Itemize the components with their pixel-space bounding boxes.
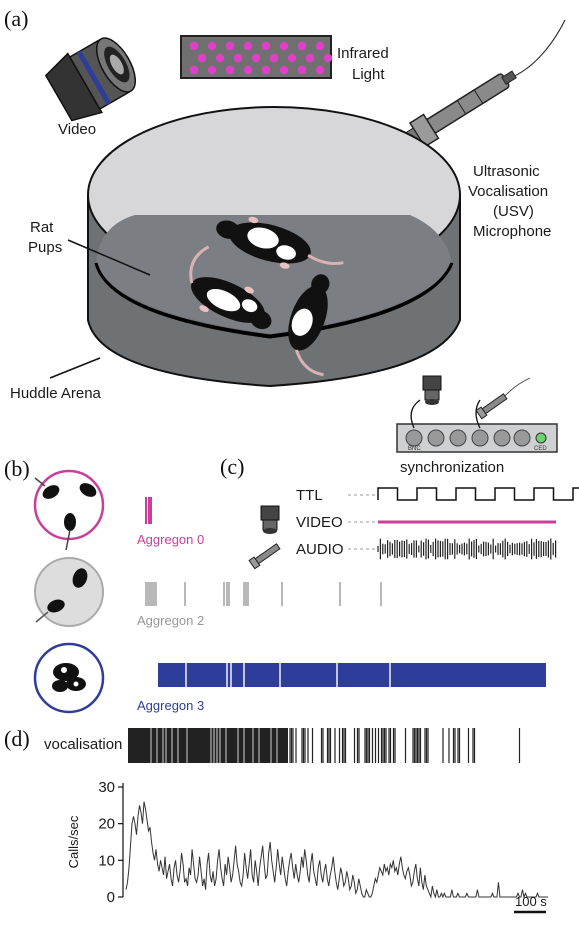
infrared-led [315, 41, 325, 51]
aggregon-2-label: Aggregon 2 [137, 613, 204, 628]
infrared-led [197, 53, 207, 63]
camera-small-icon [260, 505, 280, 534]
aggregon-0-label: Aggregon 0 [137, 532, 204, 547]
arena-pointer-line [49, 357, 101, 379]
infrared-led [279, 65, 289, 75]
video-camera-icon [44, 37, 137, 122]
usv-microphone-icon [404, 19, 566, 148]
panel-label-c: (c) [220, 454, 244, 479]
synchronization-device [396, 375, 558, 453]
infrared-led [251, 53, 261, 63]
huddle-arena [87, 106, 461, 388]
aggregon-0-raster [145, 497, 152, 524]
rat-pups-arena [189, 216, 344, 377]
aggregon-0-arena [33, 469, 105, 551]
aggregon-3-raster [158, 663, 546, 687]
aggregon-2-raster [145, 582, 382, 606]
time-scalebar-label: 100 s [515, 894, 547, 909]
infrared-led [207, 41, 217, 51]
bnc-label: BNC [408, 446, 421, 452]
usv-label-line2: Vocalisation [468, 183, 548, 200]
calls-series-line [125, 801, 548, 899]
ttl-label: TTL [296, 487, 323, 504]
microphone-small-icon [248, 543, 281, 570]
y-tick-label: 30 [98, 779, 115, 796]
infrared-led [233, 53, 243, 63]
arena-label: Huddle Arena [10, 385, 102, 402]
infrared-light-icon [180, 35, 333, 79]
video-signal-label: VIDEO [296, 514, 343, 531]
infrared-led [297, 41, 307, 51]
synchronization-label: synchronization [400, 459, 504, 476]
vocalisation-raster [128, 728, 521, 763]
panel-label-b: (b) [4, 456, 30, 481]
y-tick-label: 10 [98, 852, 115, 869]
usv-label-line3: (USV) [493, 203, 534, 220]
ced-label: CED [534, 446, 547, 452]
infrared-led [243, 41, 253, 51]
aggregon-3-label: Aggregon 3 [137, 698, 204, 713]
infrared-label-line2: Light [352, 66, 385, 83]
ttl-signal-trace [377, 487, 579, 501]
audio-signal-trace [377, 538, 557, 560]
audio-signal-label: AUDIO [296, 541, 344, 558]
infrared-led [323, 53, 333, 63]
aggregon-3-band [158, 663, 546, 687]
vocalisation-label: vocalisation [44, 736, 122, 753]
y-tick-label: 20 [98, 816, 115, 833]
infrared-led [225, 41, 235, 51]
infrared-led [189, 41, 199, 51]
infrared-led [207, 65, 217, 75]
infrared-led [189, 65, 199, 75]
vocalisation-dense-block [128, 728, 288, 763]
infrared-label-line1: Infrared [337, 45, 389, 62]
infrared-led [305, 53, 315, 63]
infrared-led [287, 53, 297, 63]
aggregon-2-arena [34, 557, 104, 627]
infrared-led [261, 41, 271, 51]
usv-label-line4: Microphone [473, 223, 551, 240]
panel-label-a: (a) [4, 6, 28, 31]
infrared-led [243, 65, 253, 75]
infrared-led [215, 53, 225, 63]
infrared-led [297, 65, 307, 75]
infrared-led [279, 41, 289, 51]
infrared-led [225, 65, 235, 75]
y-tick-label: 0 [107, 889, 115, 906]
infrared-led [315, 65, 325, 75]
aggregon-3-arena [33, 642, 105, 714]
pups-label-line1: Rat [30, 219, 54, 236]
usv-label-line1: Ultrasonic [473, 163, 540, 180]
pups-pointer-line [67, 239, 151, 276]
video-label: Video [58, 121, 96, 138]
infrared-led [269, 53, 279, 63]
infrared-led [261, 65, 271, 75]
panel-label-d: (d) [4, 726, 30, 751]
pups-label-line2: Pups [28, 239, 62, 256]
y-axis-label: Calls/sec [66, 815, 81, 868]
